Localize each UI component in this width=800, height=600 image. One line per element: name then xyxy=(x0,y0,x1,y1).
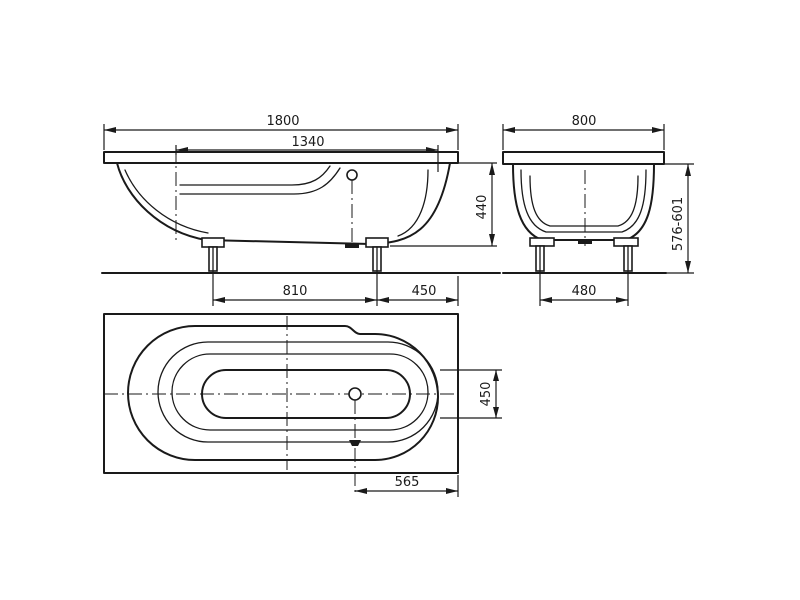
side-inner-contour-left xyxy=(124,169,209,234)
end-inner-contour-2 xyxy=(529,175,639,227)
side-inner-contour-right xyxy=(397,169,429,237)
side-backrest-upper xyxy=(179,165,331,186)
plan-drain-icon xyxy=(348,387,362,401)
dim-foot-width: 480 xyxy=(539,271,629,306)
end-foot-left xyxy=(529,237,555,272)
dim-foot-spacing: 810 450 xyxy=(212,271,459,306)
plan-third-contour xyxy=(171,353,429,431)
side-rim xyxy=(103,151,459,164)
dim-overall-length-label: 1800 xyxy=(266,114,299,129)
side-drain-icon xyxy=(345,244,359,248)
dim-drain-offset: 565 xyxy=(355,475,459,497)
dim-inner-length: 1340 xyxy=(175,135,439,172)
plan-second-contour xyxy=(157,341,439,443)
side-foot-left xyxy=(201,237,225,272)
plan-outer-bowl xyxy=(127,325,439,461)
dim-foot-to-end-label: 450 xyxy=(412,284,437,299)
end-tub-body xyxy=(512,163,655,241)
dim-overall-width: 800 xyxy=(502,114,665,150)
side-backrest-lower xyxy=(179,167,341,195)
dim-side-height: 440 xyxy=(390,162,497,247)
plan-inner-bottom xyxy=(201,369,411,419)
dim-height-range-label: 576-601 xyxy=(671,197,686,251)
dim-plan-width: 450 xyxy=(440,369,502,419)
end-elevation-view xyxy=(502,151,667,274)
dim-inner-length-label: 1340 xyxy=(291,135,324,150)
side-foot-right xyxy=(365,237,389,272)
dim-plan-width-label: 450 xyxy=(479,382,494,407)
end-foot-right xyxy=(613,237,639,272)
plan-overflow-icon xyxy=(349,440,361,446)
dim-foot-width-label: 480 xyxy=(572,284,597,299)
side-tub-body xyxy=(116,162,451,245)
dim-height-range: 576-601 xyxy=(664,163,694,274)
dim-side-height-label: 440 xyxy=(475,195,490,220)
dim-overall-width-label: 800 xyxy=(572,114,597,129)
dim-drain-offset-label: 565 xyxy=(395,475,420,490)
side-overflow-icon xyxy=(346,169,358,181)
dim-foot-spacing-label: 810 xyxy=(283,284,308,299)
end-rim xyxy=(502,151,665,165)
plan-view xyxy=(103,313,459,495)
end-drain-icon xyxy=(578,240,592,244)
end-inner-contour xyxy=(520,169,647,233)
side-elevation-view xyxy=(101,148,501,274)
dim-overall-length: 1800 xyxy=(103,114,459,150)
